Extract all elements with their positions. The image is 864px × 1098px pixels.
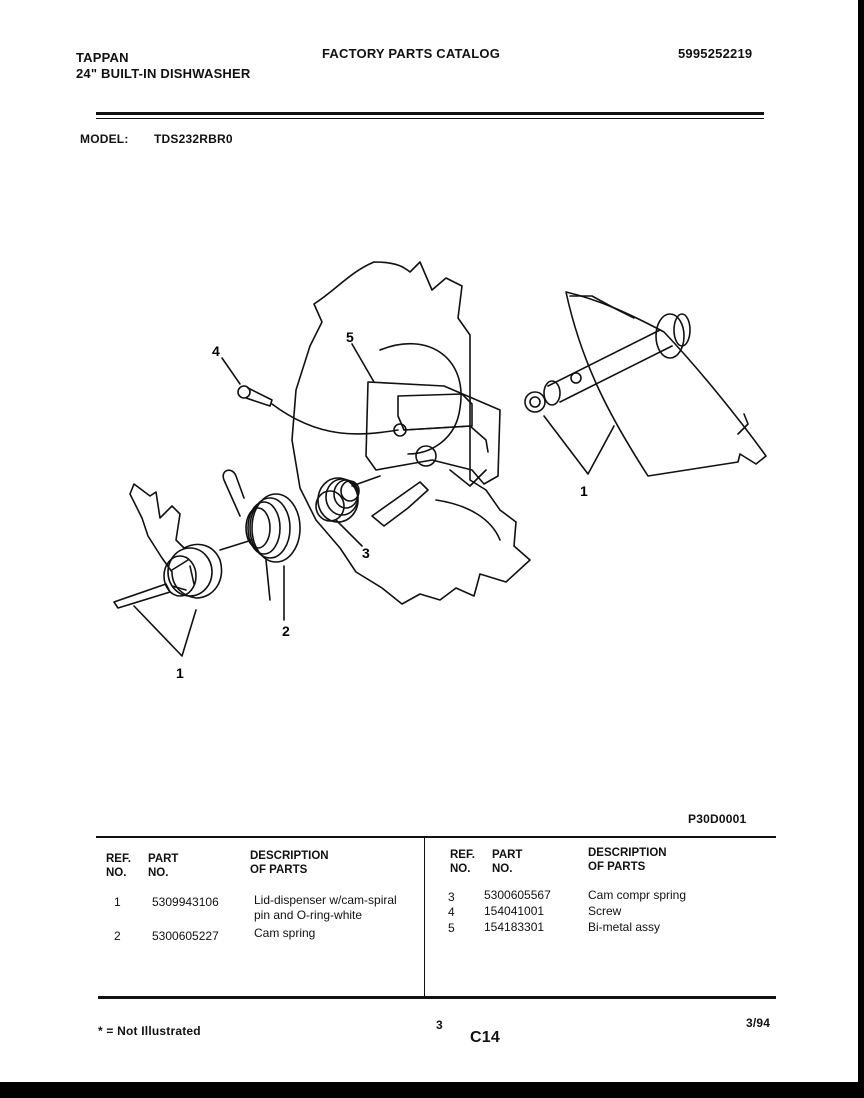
footnote: * = Not Illustrated: [98, 1024, 201, 1038]
diagram-code: P30D0001: [688, 812, 747, 826]
model-label: MODEL:: [80, 132, 129, 146]
col-desc-right: DESCRIPTION OF PARTS: [588, 847, 667, 873]
table-divider: [424, 838, 425, 996]
table-row-ref: 2: [114, 929, 121, 943]
col-desc-left: DESCRIPTION OF PARTS: [250, 850, 329, 876]
table-row-ref: 1: [114, 895, 121, 909]
lid-shaft: [547, 329, 661, 387]
catalog-title: FACTORY PARTS CATALOG: [322, 46, 501, 61]
table-bottom-rule: [98, 996, 776, 999]
catalog-page: TAPPAN 24" BUILT-IN DISHWASHER FACTORY P…: [0, 0, 858, 1082]
dispenser-housing: [291, 261, 531, 605]
brand-name: TAPPAN: [76, 50, 129, 65]
lid-panel: [565, 291, 767, 477]
callout-2: 2: [282, 623, 290, 639]
table-row-part: 154041001: [484, 904, 545, 918]
callout-4: 4: [212, 343, 220, 359]
catalog-number: 5995252219: [678, 46, 753, 61]
table-row-desc: Cam compr spring: [588, 888, 687, 902]
table-row-desc: Screw: [588, 904, 622, 918]
header-rule-thin: [96, 118, 764, 119]
screw: [237, 385, 273, 407]
callout-1-cam: 1: [176, 665, 184, 681]
model-value: TDS232RBR0: [154, 132, 233, 146]
col-part-right: PART NO.: [492, 849, 523, 875]
col-ref-right: REF. NO.: [450, 849, 475, 875]
col-part-left: PART NO.: [148, 853, 179, 879]
col-ref-left: REF. NO.: [106, 853, 131, 879]
callout-3: 3: [362, 545, 370, 561]
cam-spring: [222, 469, 301, 601]
table-row-ref: 3: [448, 890, 455, 904]
table-row-desc: Bi-metal assy: [588, 920, 661, 934]
table-row-desc: Lid-dispenser w/cam-spiral: [254, 893, 397, 907]
table-top-rule: [96, 836, 776, 838]
table-row-part: 5300605567: [484, 888, 551, 902]
cam-arm: [371, 481, 429, 527]
product-subtitle: 24" BUILT-IN DISHWASHER: [76, 66, 251, 81]
spiral-pin: [113, 583, 171, 609]
table-row-part: 5300605227: [152, 929, 219, 943]
table-row-part: 5309943106: [152, 895, 219, 909]
o-ring: [524, 391, 546, 413]
table-row-desc-cont: pin and O-ring-white: [254, 908, 363, 922]
table-row-ref: 4: [448, 905, 455, 919]
table-row-desc: Cam spring: [254, 926, 316, 940]
cam-lever: [129, 483, 223, 599]
page-number: 3: [436, 1018, 443, 1032]
inner-cup: [379, 342, 462, 455]
bimetal-bracket: [365, 381, 501, 485]
callout-1-lid: 1: [580, 483, 588, 499]
header-rule-thick: [96, 112, 764, 115]
callout-5: 5: [346, 329, 354, 345]
table-row-part: 154183301: [484, 920, 545, 934]
cam-compr-spring: [315, 477, 360, 523]
revision-date: 3/94: [746, 1016, 771, 1030]
parts-diagram: 4 5 1 2 3 1: [113, 261, 767, 681]
section-code: C14: [470, 1029, 500, 1046]
table-row-ref: 5: [448, 921, 455, 935]
